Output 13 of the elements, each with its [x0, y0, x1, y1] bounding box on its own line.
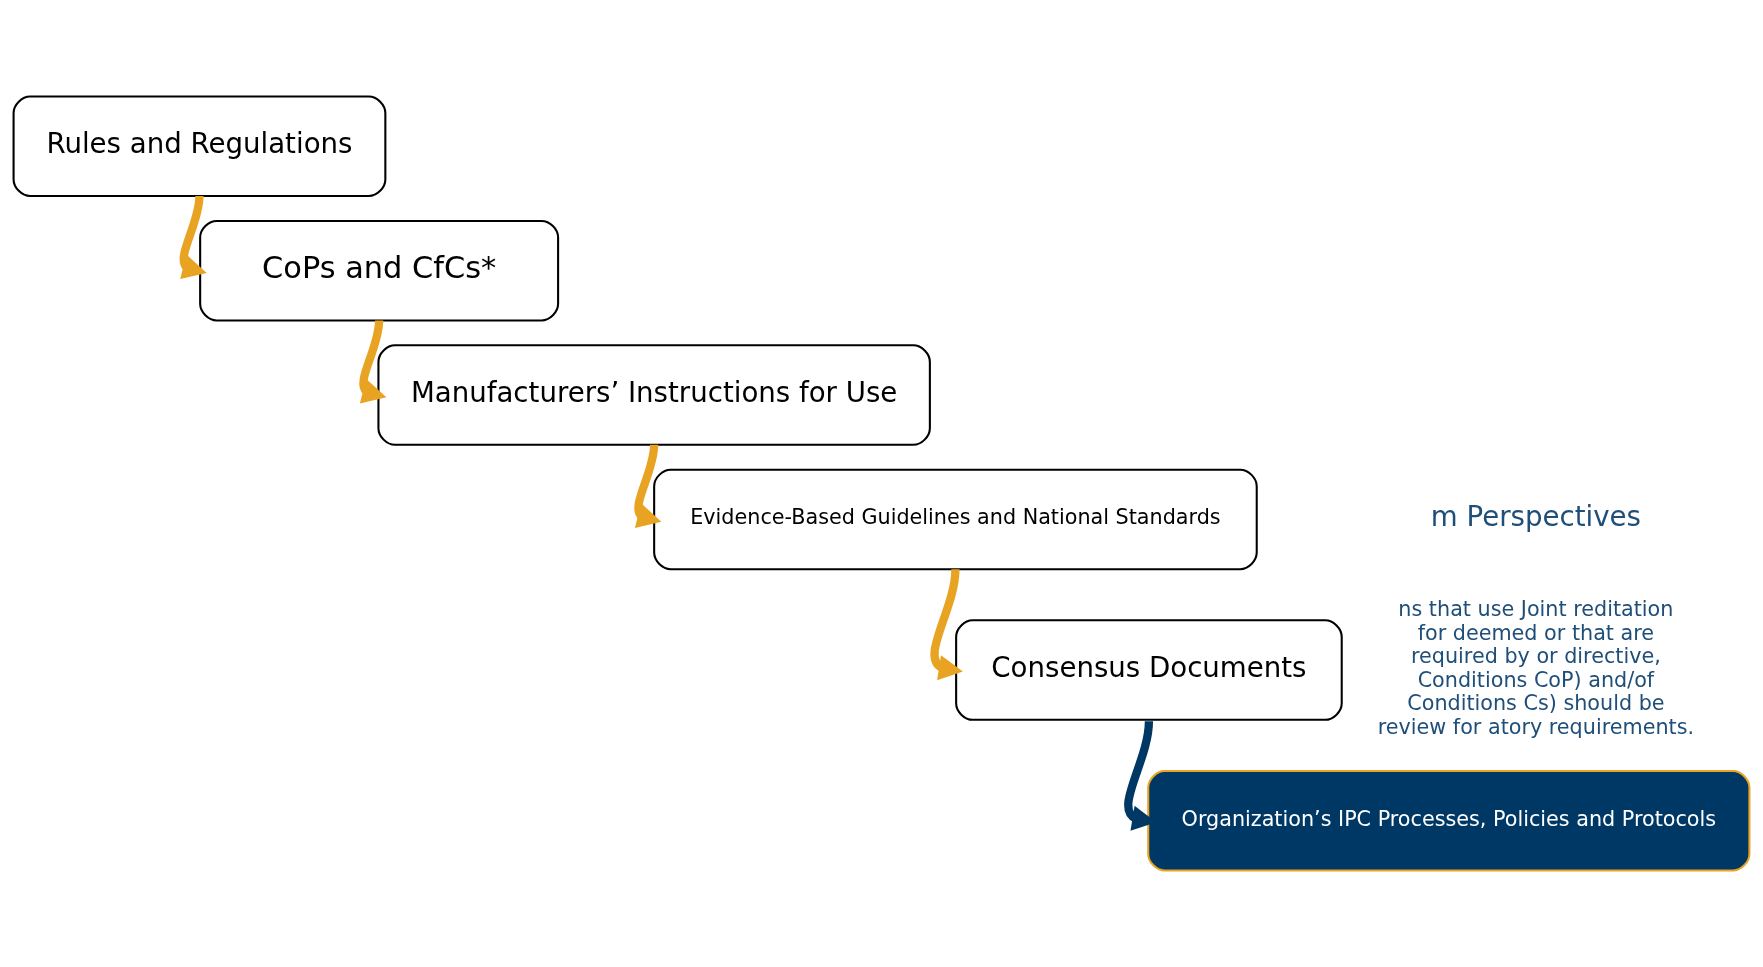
arrow [359, 320, 387, 404]
label: m Perspectives [1430, 500, 1641, 534]
node-box: Manufacturers’ Instructions for Use [377, 344, 931, 446]
node-box: Consensus Documents [955, 619, 1343, 721]
arrow [179, 195, 207, 280]
label: ns that use Joint reditation for deemed or that are required by or directive, Conditions CoP) and/of Conditions Cs) should be review for atory requirements. [1377, 597, 1695, 739]
arrow [1124, 720, 1157, 831]
node-box: Organization’s IPC Processes, Policies and Protocols [1147, 769, 1751, 872]
node-box: CoPs and CfCs* [199, 219, 560, 322]
node-box: Rules and Regulations [12, 95, 387, 198]
node-box: Evidence-Based Guidelines and National Standards [653, 468, 1258, 571]
arrow [634, 444, 662, 528]
arrow [930, 568, 963, 681]
